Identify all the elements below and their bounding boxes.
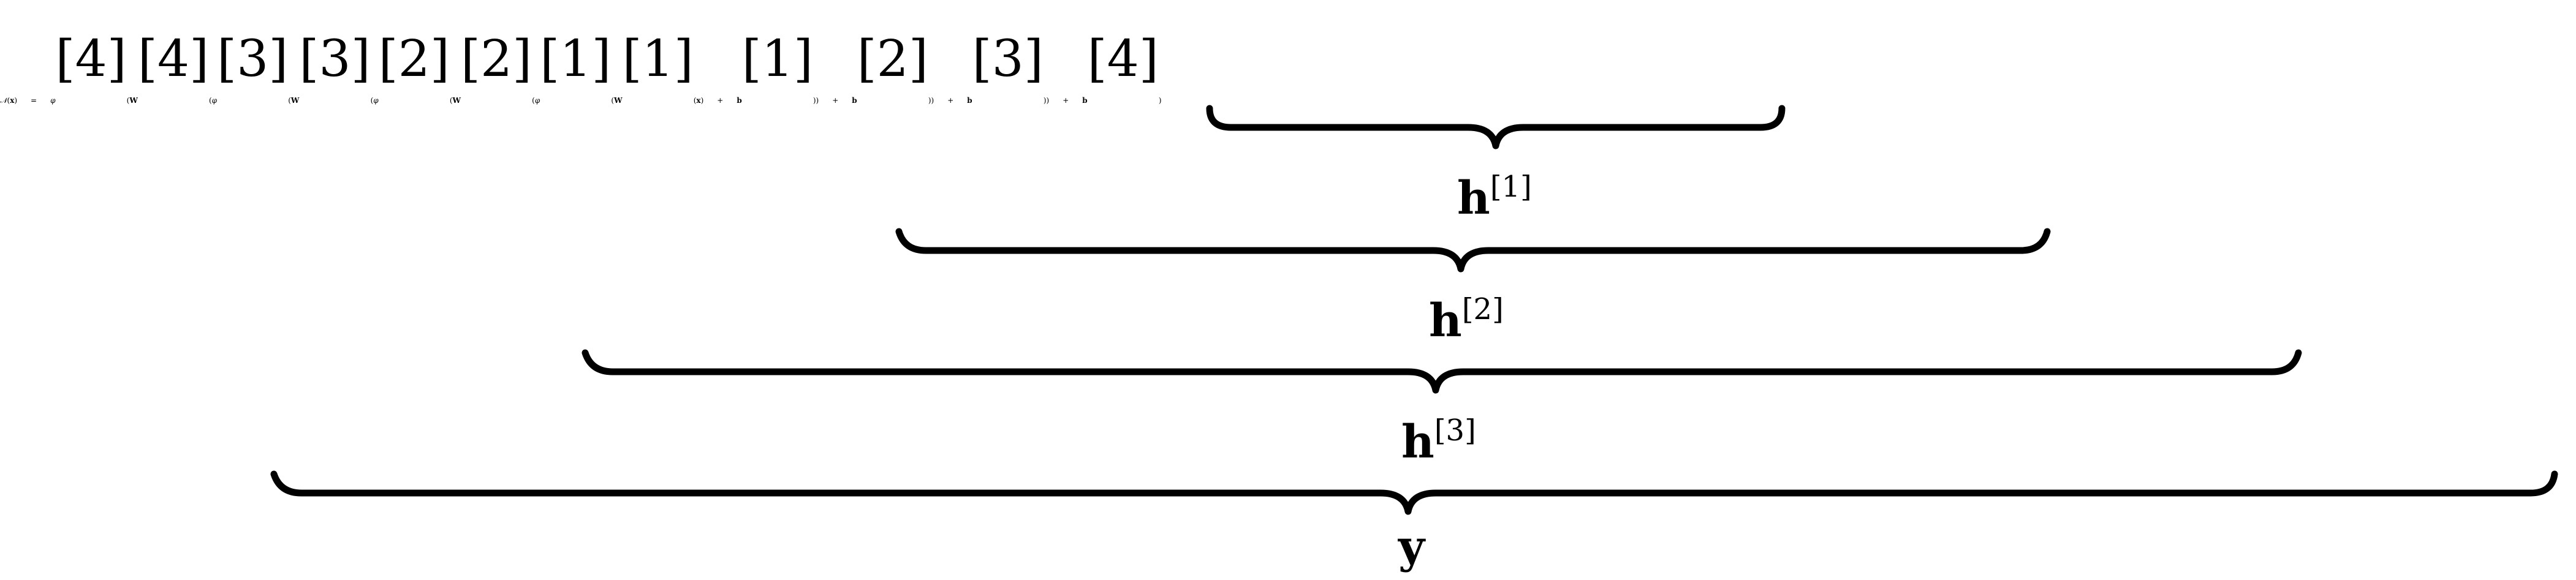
label-y: y bbox=[1398, 519, 1425, 574]
paren-open: ( bbox=[611, 96, 615, 105]
paren-close: )) bbox=[813, 96, 819, 105]
plus-sign: + bbox=[1063, 96, 1069, 105]
underbrace-y bbox=[270, 470, 2558, 515]
paren-open: ( bbox=[449, 96, 453, 105]
plus-sign: + bbox=[947, 96, 954, 105]
sup-1: [1] bbox=[741, 30, 813, 88]
input-x: x bbox=[696, 96, 701, 105]
label-h2-sup: [2] bbox=[1461, 292, 1504, 326]
phi-4: φ bbox=[50, 96, 56, 105]
sup-2: [2] bbox=[857, 30, 928, 88]
sup-3: [3] bbox=[217, 30, 289, 88]
label-y-base: y bbox=[1398, 521, 1425, 573]
weight-4: W bbox=[129, 96, 138, 105]
sup-4: [4] bbox=[137, 30, 209, 88]
sup-4: [4] bbox=[55, 30, 127, 88]
paren-close: ) bbox=[1158, 96, 1162, 105]
network-equation: 𝒩(x)=φ[4](W[4](φ[3](W[3](φ[2](W[2](φ[1](… bbox=[0, 1, 2576, 118]
bias-2: b bbox=[852, 96, 857, 105]
network-symbol: 𝒩 bbox=[0, 96, 7, 105]
paren-close: )) bbox=[1043, 96, 1050, 105]
paren-open: ( bbox=[208, 96, 212, 105]
weight-1: W bbox=[614, 96, 623, 105]
paren-open: ( bbox=[288, 96, 291, 105]
paren-open: ( bbox=[7, 96, 10, 105]
equals-sign: = bbox=[31, 96, 37, 105]
sup-4: [4] bbox=[1087, 30, 1159, 88]
paren-open: ( bbox=[370, 96, 374, 105]
paren-open: ( bbox=[693, 96, 697, 105]
bias-4: b bbox=[1082, 96, 1088, 105]
label-h3: h[3] bbox=[1401, 403, 1476, 470]
phi-3: φ bbox=[211, 96, 218, 105]
bias-1: b bbox=[737, 96, 742, 105]
sup-1: [1] bbox=[622, 30, 694, 88]
paren-close: ) bbox=[14, 96, 18, 105]
label-h1-base: h bbox=[1457, 172, 1490, 225]
phi-1: φ bbox=[534, 96, 540, 105]
paren-open: ( bbox=[532, 96, 535, 105]
weight-3: W bbox=[290, 96, 300, 105]
plus-sign: + bbox=[832, 96, 839, 105]
underbrace-h3 bbox=[581, 349, 2302, 394]
label-h2-base: h bbox=[1429, 295, 1462, 347]
paren-open: ( bbox=[126, 96, 130, 105]
plus-sign: + bbox=[717, 96, 724, 105]
sup-3: [3] bbox=[972, 30, 1044, 88]
phi-2: φ bbox=[373, 96, 379, 105]
label-h3-sup: [3] bbox=[1434, 413, 1476, 448]
paren-close: )) bbox=[928, 96, 934, 105]
underbrace-h1 bbox=[1206, 105, 1786, 149]
sup-2: [2] bbox=[378, 30, 450, 88]
input-x: x bbox=[10, 96, 15, 105]
weight-2: W bbox=[452, 96, 461, 105]
bias-3: b bbox=[967, 96, 972, 105]
sup-1: [1] bbox=[540, 30, 612, 88]
sup-2: [2] bbox=[460, 30, 532, 88]
label-h1-sup: [1] bbox=[1490, 170, 1532, 204]
label-h2: h[2] bbox=[1429, 282, 1504, 348]
sup-3: [3] bbox=[299, 30, 371, 88]
underbrace-h2 bbox=[895, 228, 2051, 273]
label-h3-base: h bbox=[1401, 416, 1434, 469]
label-h1: h[1] bbox=[1457, 159, 1532, 226]
paren-close: ) bbox=[700, 96, 704, 105]
